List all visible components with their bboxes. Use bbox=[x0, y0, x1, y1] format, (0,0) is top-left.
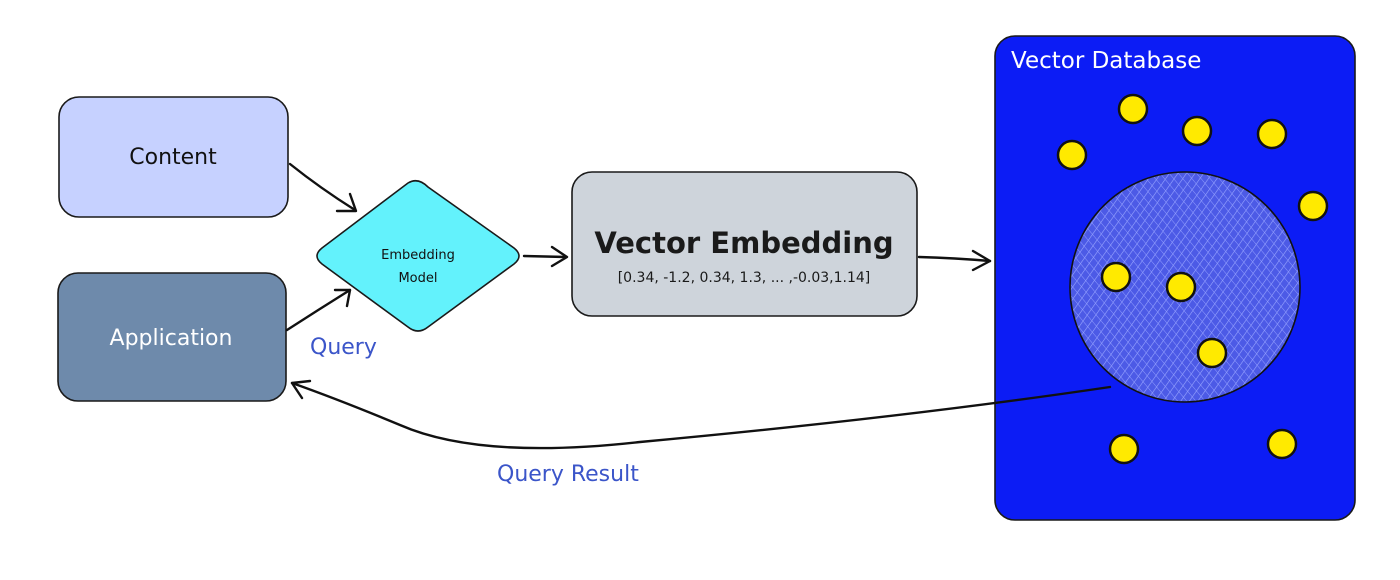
content-node: Content bbox=[58, 96, 289, 218]
vector-point-match bbox=[1100, 261, 1132, 293]
embedding-model-label-line2: Model bbox=[398, 271, 437, 286]
vector-embedding-values: [0.34, -1.2, 0.34, 1.3, ... ,-0.03,1.14] bbox=[618, 270, 871, 286]
application-label: Application bbox=[110, 326, 233, 351]
embedding-model-label-line1: Embedding bbox=[381, 248, 455, 263]
edge-application-to-model bbox=[285, 288, 352, 332]
embedding-model-diamond bbox=[316, 179, 520, 332]
vector-database-title: Vector Database bbox=[1011, 48, 1201, 74]
content-box bbox=[58, 96, 289, 218]
content-label: Content bbox=[129, 145, 217, 170]
vector-point-match bbox=[1196, 337, 1228, 369]
edge-content-to-model bbox=[288, 162, 358, 213]
application-box bbox=[57, 272, 287, 402]
query-edge-label: Query bbox=[310, 335, 377, 360]
query-result-edge-label: Query Result bbox=[497, 462, 639, 487]
embedding-model-node: Embedding Model bbox=[316, 179, 520, 332]
vector-point bbox=[1117, 93, 1149, 125]
vector-database-node: Vector Database bbox=[994, 35, 1356, 521]
vector-embedding-box bbox=[571, 171, 918, 317]
vector-point bbox=[1108, 433, 1140, 465]
vector-point bbox=[1056, 139, 1088, 171]
application-node: Application bbox=[57, 272, 287, 402]
vector-point bbox=[1181, 115, 1213, 147]
vector-embedding-node: Vector Embedding [0.34, -1.2, 0.34, 1.3,… bbox=[571, 171, 918, 317]
vector-point bbox=[1256, 118, 1288, 150]
vector-embedding-title: Vector Embedding bbox=[594, 226, 893, 260]
vector-point bbox=[1297, 190, 1329, 222]
edge-embedding-to-database bbox=[917, 249, 992, 272]
edge-database-to-application bbox=[290, 379, 1112, 450]
vector-point-match bbox=[1165, 271, 1197, 303]
edge-model-to-embedding bbox=[522, 245, 569, 268]
vector-point bbox=[1266, 428, 1298, 460]
